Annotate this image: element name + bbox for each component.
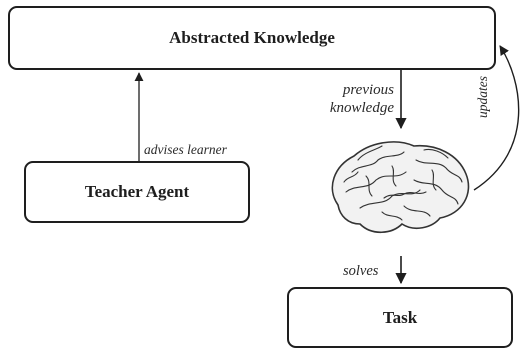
abstracted-knowledge-label: Abstracted Knowledge [169, 28, 335, 47]
advises-learner-label: advises learner [144, 142, 227, 157]
abstracted-knowledge-box: Abstracted Knowledge [8, 6, 496, 70]
teacher-agent-box: Teacher Agent [24, 161, 250, 223]
previous-knowledge-line1: previous [342, 82, 394, 98]
task-label: Task [382, 307, 418, 327]
arrow-updates [473, 45, 520, 191]
solves-label: solves [343, 263, 379, 279]
task-box: Task [287, 287, 513, 348]
previous-knowledge-line2: knowledge [329, 100, 394, 116]
brain-icon [331, 141, 470, 234]
updates-label: updates [475, 76, 490, 118]
teacher-agent-label: Teacher Agent [84, 182, 190, 201]
previous-knowledge-label: previous knowledge [300, 81, 394, 117]
